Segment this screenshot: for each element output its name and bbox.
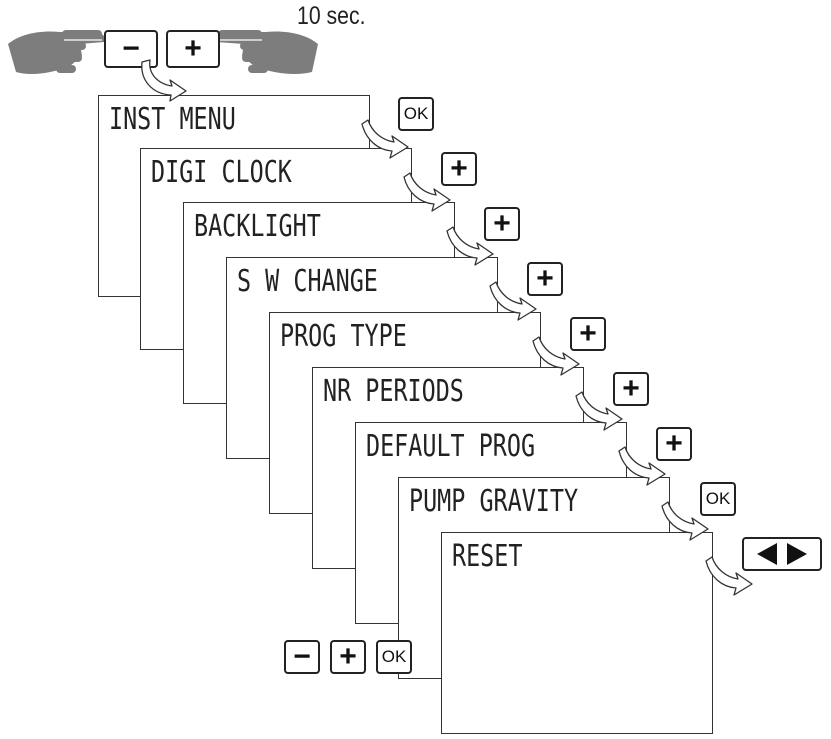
plus-button[interactable]: + xyxy=(330,640,366,674)
left-right-button[interactable] xyxy=(742,537,822,571)
plus-button[interactable]: + xyxy=(527,262,563,296)
ok-button[interactable]: OK xyxy=(376,640,412,674)
right-hand-icon xyxy=(216,30,318,74)
screen-label: PROG TYPE xyxy=(280,319,407,354)
plus-button[interactable]: + xyxy=(570,317,606,351)
plus-button[interactable]: + xyxy=(441,152,477,186)
screen-reset: RESET xyxy=(441,532,713,734)
screen-label: S W CHANGE xyxy=(237,264,378,299)
screen-label: NR PERIODS xyxy=(323,374,464,409)
ok-button[interactable]: OK xyxy=(700,482,736,516)
screen-label: DIGI CLOCK xyxy=(151,155,292,190)
screen-label: PUMP GRAVITY xyxy=(409,484,579,519)
screen-label: BACKLIGHT xyxy=(194,209,321,244)
arrow-right-icon xyxy=(787,543,807,565)
timer-label: 10 sec. xyxy=(297,2,366,30)
screen-label: DEFAULT PROG xyxy=(366,429,536,464)
arrow-left-icon xyxy=(757,543,777,565)
plus-button[interactable]: + xyxy=(656,427,692,461)
minus-button[interactable]: − xyxy=(284,640,320,674)
plus-button[interactable]: + xyxy=(166,30,220,68)
plus-button[interactable]: + xyxy=(613,372,649,406)
plus-button[interactable]: + xyxy=(484,207,520,241)
left-hand-icon xyxy=(8,30,104,74)
start-arrow-icon xyxy=(141,59,187,102)
minus-button[interactable]: − xyxy=(104,30,158,68)
screen-label: INST MENU xyxy=(109,102,236,137)
ok-button[interactable]: OK xyxy=(398,97,434,131)
screen-label: RESET xyxy=(452,539,523,574)
